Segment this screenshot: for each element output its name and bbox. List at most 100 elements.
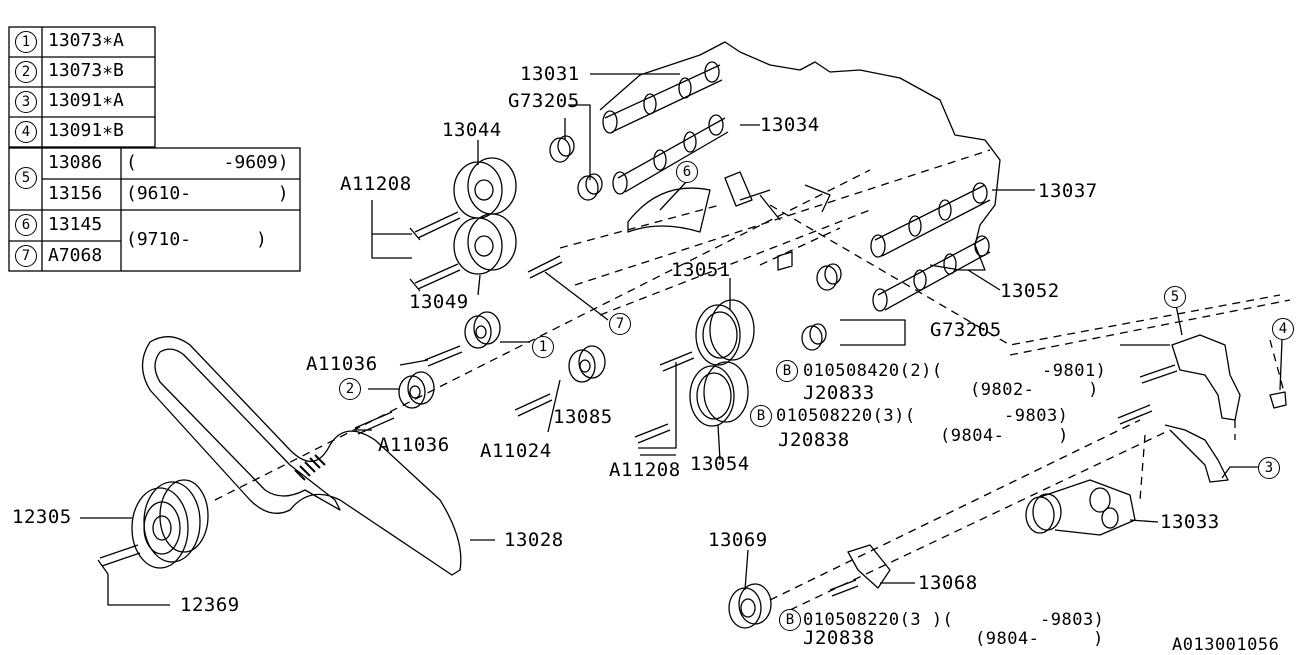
label-13068: 13068 xyxy=(918,572,978,594)
tensioner-13033 xyxy=(1025,479,1136,536)
bolt-a11208-top-1 xyxy=(409,211,461,241)
bolt-spec-2-range2: (9804- ) xyxy=(940,426,1069,446)
legend-part-5a: 13086 xyxy=(48,152,103,173)
legend-part-4: 13091∗B xyxy=(48,120,124,141)
leader-lines xyxy=(80,73,1283,591)
leader-12369 xyxy=(107,574,170,606)
bolt-a11208-bot xyxy=(634,351,695,444)
label-12369: 12369 xyxy=(180,594,240,616)
tensioner-parts-top xyxy=(724,171,831,271)
bolt-spec-2-number: 010508220(3)( xyxy=(776,406,916,426)
label-a11036-a: A11036 xyxy=(306,353,378,375)
idler-13051 xyxy=(695,299,755,366)
callout-7: 7 xyxy=(609,313,631,335)
callout-1: 1 xyxy=(532,336,554,358)
label-12305: 12305 xyxy=(12,506,72,528)
label-g73205-top: G73205 xyxy=(508,90,580,112)
label-13054: 13054 xyxy=(690,453,750,475)
label-13052: 13052 xyxy=(1000,280,1060,302)
bolt-a7068 xyxy=(527,255,563,279)
legend-part-3: 13091∗A xyxy=(48,90,124,111)
bolt-spec-3-number: 010508220(3 )( xyxy=(803,610,954,630)
bolt-12369 xyxy=(97,544,141,575)
bolt-right-1 xyxy=(1139,364,1178,384)
label-13049: 13049 xyxy=(409,291,469,313)
camshaft-13052 xyxy=(872,235,991,312)
bolt-a11036-a xyxy=(424,345,463,367)
label-13034: 13034 xyxy=(760,114,820,136)
callout-2: 2 xyxy=(339,378,361,400)
legend-part-5b: 13156 xyxy=(48,183,103,204)
legend-part-2: 13073∗B xyxy=(48,60,124,81)
bolt-a11024 xyxy=(514,393,553,417)
label-13037: 13037 xyxy=(1038,180,1098,202)
legend-grid xyxy=(8,26,301,272)
leader-a11208-bot xyxy=(638,362,677,449)
legend-callout-3: 3 xyxy=(15,91,37,113)
belt-teeth xyxy=(294,454,326,481)
bolt-a11036-b xyxy=(354,411,395,435)
label-13028: 13028 xyxy=(504,529,564,551)
idler-13073a xyxy=(464,311,501,349)
crank-pulley-12305 xyxy=(131,479,209,569)
bolt-spec-2-range1: -9803) xyxy=(1004,406,1069,426)
cam-sprocket-13049 xyxy=(453,213,517,275)
label-a11208-bot: A11208 xyxy=(609,459,681,481)
dash-right xyxy=(1009,299,1291,501)
bolt-spec-3-range1: -9803) xyxy=(1040,610,1105,630)
bolt-marker-b-2: B xyxy=(750,405,772,427)
bolt-13068 xyxy=(829,579,859,597)
callout-3: 3 xyxy=(1258,457,1280,479)
callout-6: 6 xyxy=(676,161,698,183)
bracket-13091b xyxy=(1269,391,1287,409)
bolt-marker-b-1: B xyxy=(776,360,798,382)
bolt-spec-1-range1: -9801) xyxy=(1042,361,1107,381)
bolt-marker-b-3: B xyxy=(779,609,801,631)
idler-13054 xyxy=(689,361,749,427)
leader-a11208-top xyxy=(371,200,412,259)
idler-13073b xyxy=(398,371,435,409)
seal-g73205-top xyxy=(549,135,603,201)
camshaft-13034 xyxy=(612,114,729,195)
label-13069: 13069 xyxy=(708,529,768,551)
legend-range-67: (9710- ) xyxy=(126,229,267,250)
bracket-13086 xyxy=(1171,334,1241,421)
legend-part-1: 13073∗A xyxy=(48,30,124,51)
camshaft-13037 xyxy=(870,182,991,258)
dash-lines-top xyxy=(559,149,1281,346)
legend-part-7: A7068 xyxy=(48,245,103,266)
bolt-spec-3-range2: (9804- ) xyxy=(975,629,1104,649)
bolt-a11208-top-2 xyxy=(409,263,461,292)
bolt-spec-1-number: 010508420(2)( xyxy=(803,361,943,381)
legend-range-5b: (9610- ) xyxy=(126,183,289,204)
cam-sprocket-13044 xyxy=(453,157,517,219)
camshaft-13031 xyxy=(602,61,723,134)
bolt-right-2 xyxy=(1117,404,1153,425)
label-13085: 13085 xyxy=(553,406,613,428)
label-a11036-b: A11036 xyxy=(378,434,450,456)
label-a11208-top: A11208 xyxy=(340,173,412,195)
seal-g73205-mid xyxy=(801,263,842,351)
bolt-spec-3-j: J20838 xyxy=(803,627,875,649)
label-13051: 13051 xyxy=(671,259,731,281)
label-13031: 13031 xyxy=(520,63,580,85)
idler-13069 xyxy=(728,583,772,629)
dash-crank xyxy=(214,169,871,501)
legend-callout-6: 6 xyxy=(15,214,37,236)
belt-cover-13145 xyxy=(627,187,711,233)
callout-4: 4 xyxy=(1272,318,1294,340)
legend-callout-1: 1 xyxy=(15,31,37,53)
legend-callout-5: 5 xyxy=(15,167,37,189)
bracket-13068 xyxy=(847,544,891,589)
dash-lower xyxy=(769,419,1171,611)
bolt-spec-2-j: J20838 xyxy=(778,429,850,451)
label-13044: 13044 xyxy=(442,119,502,141)
idler-13085 xyxy=(568,345,606,383)
bolt-spec-1-range2: (9802- ) xyxy=(970,380,1099,400)
legend-callout-4: 4 xyxy=(15,121,37,143)
diagram-code: A013001056 xyxy=(1172,635,1280,655)
legend-callout-7: 7 xyxy=(15,245,37,267)
legend-part-6: 13145 xyxy=(48,214,103,235)
label-a11024: A11024 xyxy=(480,440,552,462)
